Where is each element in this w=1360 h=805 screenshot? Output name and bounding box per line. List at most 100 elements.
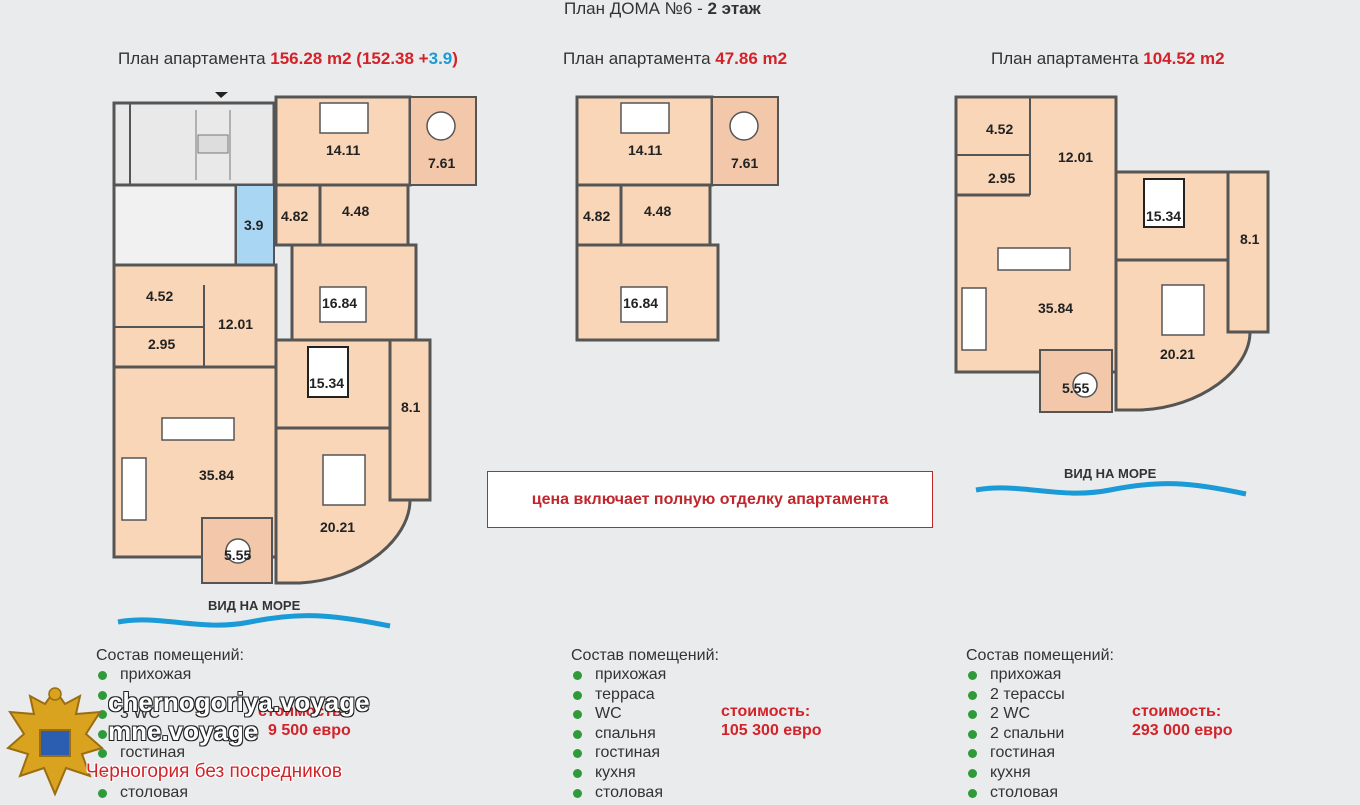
list-item <box>96 724 191 744</box>
sea-view-label: ВИД НА МОРЕ <box>208 598 301 613</box>
list-item <box>96 763 191 783</box>
room-label: 4.82 <box>281 208 308 224</box>
room-bath <box>619 183 712 247</box>
room-label: 15.34 <box>309 375 344 391</box>
apt1-price-label: стоимость: <box>258 703 348 720</box>
apt3-price: 293 000 евро <box>1132 722 1233 739</box>
room-balcony <box>1226 170 1270 334</box>
list-item: прихожая <box>571 665 666 685</box>
room-label: 7.61 <box>731 155 758 171</box>
list-item: столовая <box>571 783 666 803</box>
room-label: 15.34 <box>1146 208 1181 224</box>
room-label: 8.1 <box>1240 231 1260 247</box>
room-balcony <box>388 338 432 502</box>
apt2-rooms-list: прихожая терраса WC спальня гостиная кух… <box>571 665 666 802</box>
room-label: 4.52 <box>986 121 1013 137</box>
sofa-icon <box>121 457 147 521</box>
coat-of-arms-icon <box>5 687 105 797</box>
apt1-price: 9 500 евро <box>268 722 351 739</box>
room-label: 20.21 <box>320 519 355 535</box>
sofa-icon <box>961 287 987 351</box>
list-item: WC <box>571 704 666 724</box>
room-label: 4.48 <box>644 203 671 219</box>
page-title: План ДОМА №6 - 2 этаж <box>564 0 761 18</box>
sea-wave-icon <box>975 481 1247 497</box>
room-label: 2.95 <box>988 170 1015 186</box>
sea-wave-icon <box>117 613 391 629</box>
apt2-price: 105 300 евро <box>721 722 822 739</box>
list-item: столовая <box>966 783 1065 803</box>
watermark-site-2: mne.voyage <box>108 716 259 746</box>
room-label: 4.82 <box>583 208 610 224</box>
room-bath <box>318 183 410 247</box>
list-item: спальня <box>571 724 666 744</box>
room-label: 16.84 <box>322 295 357 311</box>
list-item: гостиная <box>966 743 1065 763</box>
bed-icon <box>620 286 668 323</box>
list-item: столовая <box>96 783 191 803</box>
apt1-rooms-title: Состав помещений: <box>96 647 244 664</box>
terrace-table-icon <box>225 538 251 564</box>
bed-icon <box>319 286 367 323</box>
room-label: 12.01 <box>1058 149 1093 165</box>
dining-table-icon <box>997 247 1071 271</box>
room-label: 5.55 <box>224 547 251 563</box>
apt1-rooms-list: прихожая 3 WC гостиная столовая <box>96 665 191 802</box>
room-label: 2.95 <box>148 336 175 352</box>
terrace-bottom <box>201 517 273 584</box>
bed-icon <box>620 102 670 134</box>
watermark-site-1: chernogoriya.voyage <box>108 687 370 717</box>
list-item: кухня <box>966 763 1065 783</box>
apt3-rooms-list: прихожая 2 терассы 2 WC 2 спальни гостин… <box>966 665 1065 802</box>
list-item: 3 WC <box>96 704 191 724</box>
apt3-price-label: стоимость: <box>1132 703 1222 720</box>
list-item: прихожая <box>96 665 191 685</box>
apt2-rooms-title: Состав помещений: <box>571 647 719 664</box>
apt3-rooms-title: Состав помещений: <box>966 647 1114 664</box>
room-label: 12.01 <box>218 316 253 332</box>
room-label: 8.1 <box>401 399 421 415</box>
bed-icon <box>322 454 366 506</box>
room-label: 35.84 <box>199 467 234 483</box>
apt3-title: План апартамента 104.52 m2 <box>991 49 1225 68</box>
list-item: терраса <box>571 685 666 705</box>
apt2-title: План апартамента 47.86 m2 <box>563 49 788 68</box>
terrace-table-icon <box>729 111 759 141</box>
room-label: 7.61 <box>428 155 455 171</box>
list-item: гостиная <box>571 743 666 763</box>
list-item: гостиная <box>96 743 191 763</box>
terrace-table-icon <box>426 111 456 141</box>
list-item: 2 спальни <box>966 724 1065 744</box>
room-label: 4.52 <box>146 288 173 304</box>
apt1-title: План апартамента 156.28 m2 (152.38 +3.9) <box>118 49 458 68</box>
room-label: 14.11 <box>326 142 360 158</box>
room-label: 4.48 <box>342 203 369 219</box>
finishing-notice: цена включает полную отделку апартамента <box>487 471 933 528</box>
list-item: кухня <box>571 763 666 783</box>
room-label: 14.11 <box>628 142 662 158</box>
shaft-area <box>112 183 238 267</box>
room-label: 3.9 <box>244 217 264 233</box>
bed-icon <box>319 102 369 134</box>
bed-icon <box>1161 284 1205 336</box>
sea-view-label: ВИД НА МОРЕ <box>1064 466 1157 481</box>
room-label: 5.55 <box>1062 380 1089 396</box>
list-item: 2 WC <box>966 704 1065 724</box>
stairwell <box>112 92 276 187</box>
terrace-table-icon <box>1072 372 1098 398</box>
dining-table-icon <box>161 417 235 441</box>
room-label: 16.84 <box>623 295 658 311</box>
apt2-price-label: стоимость: <box>721 703 811 720</box>
room-label: 20.21 <box>1160 346 1195 362</box>
room-extra <box>235 184 275 266</box>
room-label: 35.84 <box>1038 300 1073 316</box>
watermark-tagline: Черногория без посредников <box>86 761 342 782</box>
list-item <box>96 685 191 705</box>
room-bedroom <box>575 243 720 342</box>
list-item: 2 терассы <box>966 685 1065 705</box>
entrance-arrow-icon <box>215 92 228 98</box>
list-item: прихожая <box>966 665 1065 685</box>
